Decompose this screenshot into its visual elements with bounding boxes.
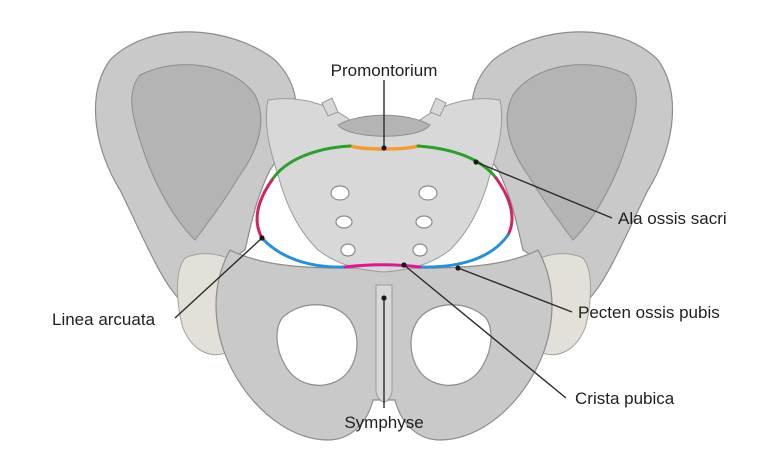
label-ala-ossis-sacri: Ala ossis sacri <box>618 209 727 228</box>
linea-arcuata-leader <box>174 237 263 319</box>
label-pecten-ossis-pubis: Pecten ossis pubis <box>578 303 720 322</box>
sacral-facet-right <box>429 97 447 117</box>
ala-dot <box>473 159 479 165</box>
ala-leader <box>475 161 613 219</box>
right-iliac-fossa <box>506 64 637 241</box>
linea-arcuata-line-right <box>494 176 514 237</box>
pecten-dot <box>455 265 461 271</box>
crista-pubica-line <box>343 263 422 269</box>
right-obturator-foramen <box>410 304 492 386</box>
sacral-foramen-r3 <box>412 243 428 257</box>
label-linea-arcuata: Linea arcuata <box>52 310 156 329</box>
pecten-line-left <box>260 236 347 269</box>
symphyse-dot <box>381 295 387 301</box>
ala-line-right <box>416 144 498 180</box>
crista-leader <box>403 264 567 399</box>
sacral-foramen-r2 <box>415 215 433 229</box>
left-iliac-fossa <box>131 64 262 241</box>
crista-dot <box>401 262 407 268</box>
left-obturator-foramen <box>276 304 358 386</box>
sacral-foramen-r1 <box>418 185 438 201</box>
pecten-line-right <box>418 233 510 269</box>
promontorium-dot <box>381 145 387 151</box>
linea-arcuata-dot <box>259 235 265 241</box>
label-symphyse: Symphyse <box>344 413 423 432</box>
pecten-leader <box>457 267 573 313</box>
sacral-foramen-l2 <box>335 215 353 229</box>
label-crista-pubica: Crista pubica <box>575 389 675 408</box>
sacral-foramen-l1 <box>330 185 350 201</box>
label-promontorium: Promontorium <box>331 61 438 80</box>
sacral-foramen-l3 <box>340 243 356 257</box>
ala-line-left <box>270 144 352 182</box>
sacral-facet-left <box>321 97 339 117</box>
linea-arcuata-line-left <box>255 178 274 240</box>
